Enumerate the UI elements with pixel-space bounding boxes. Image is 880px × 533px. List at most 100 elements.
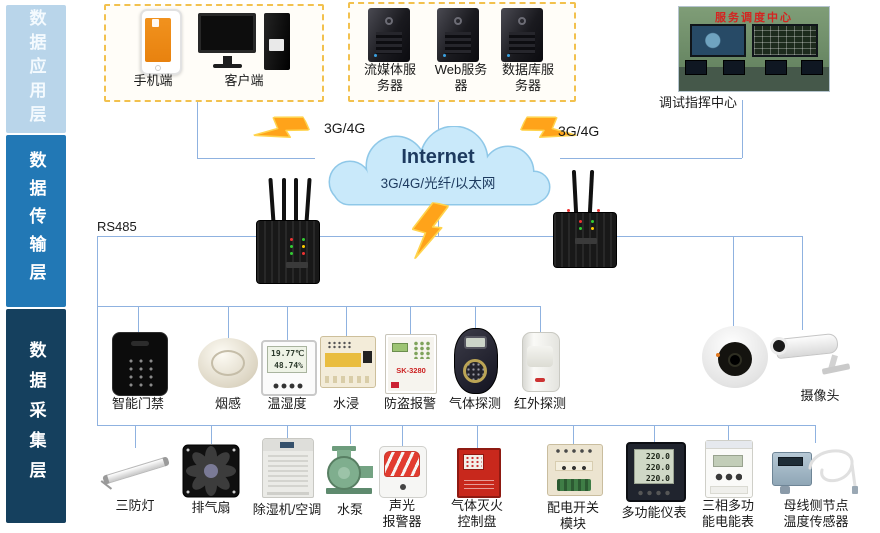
left-link-label: 3G/4G (324, 120, 366, 136)
water-pump-image (326, 446, 373, 494)
connector-line (138, 306, 139, 332)
connector-line (733, 236, 734, 326)
busbar-temp-sensor-image (772, 442, 860, 498)
humidity-reading: 48.74% (274, 361, 303, 370)
wall-screen-grid-icon (752, 24, 818, 57)
connector-line (287, 425, 288, 438)
connector-line (815, 425, 816, 443)
connector-line (211, 425, 212, 444)
connector-line (573, 425, 574, 444)
multifunction-meter-image: 220.0 220.0 220.0 (626, 442, 686, 502)
streaming-server-label: 流媒体服 务器 (363, 62, 416, 93)
burglar-alarm-panel-image: SK-3280 (385, 334, 437, 394)
web-server-image (437, 8, 479, 62)
exhaust-fan-label: 排气扇 (191, 500, 231, 515)
layer-bar-collection: 数据采集层 (6, 309, 66, 523)
connector-line (438, 97, 439, 132)
gateway-right-image (553, 169, 617, 268)
connector-line (802, 236, 803, 330)
gas-extinguish-panel-image (457, 448, 501, 498)
internet-title: Internet (401, 146, 475, 168)
water-leak-label: 水浸 (332, 396, 359, 411)
command-center-photo: 服务调度中心 (678, 6, 830, 92)
monitor-icon (198, 13, 256, 53)
meter-reading: 220.0 (645, 462, 670, 472)
command-center-label: 调试指挥中心 (658, 95, 737, 110)
temp-reading: 19.77℃ (271, 349, 305, 358)
web-server-label: Web服务 器 (434, 62, 488, 93)
command-center-banner: 服务调度中心 (715, 12, 793, 24)
connector-line (135, 425, 136, 448)
layer-bar-transmission: 数据传输层 (6, 135, 66, 307)
dome-camera-image (702, 326, 768, 388)
connector-line (197, 100, 198, 158)
connector-line (540, 306, 541, 332)
busbar-temp-sensor-label: 母线侧节点 温度传感器 (783, 498, 849, 529)
dehumidifier-label: 除湿机/空调 (252, 502, 322, 517)
pc-label: 客户端 (224, 73, 264, 88)
connector-line (350, 425, 351, 444)
connector-line (560, 158, 742, 159)
actuator-bus-line (97, 425, 815, 426)
right-link-label: 3G/4G (558, 123, 600, 139)
connector-line (197, 158, 315, 159)
wall-screen-map-icon (690, 24, 746, 57)
connector-line (410, 306, 411, 334)
access-control-image (112, 332, 168, 396)
connector-line (346, 306, 347, 336)
exhaust-fan-image (182, 444, 240, 498)
rs485-bus-label: RS485 (97, 219, 137, 234)
database-server-image (501, 8, 543, 62)
connector-line (477, 425, 478, 448)
sensor-cable-icon (808, 449, 858, 494)
power-switch-module-image (547, 444, 603, 496)
desktop-client-image (198, 13, 290, 77)
multifunction-meter-label: 多功能仪表 (621, 505, 687, 520)
connector-line (475, 306, 476, 328)
smartphone-image (140, 9, 182, 75)
lightning-bolt-icon (252, 116, 311, 138)
internet-cloud (328, 126, 551, 206)
triproof-light-image (100, 448, 174, 494)
water-leak-module-image (320, 336, 376, 388)
camera-label: 摄像头 (800, 388, 840, 403)
gateway-left-image (256, 177, 320, 284)
power-switch-module-label: 配电开关 模块 (546, 500, 599, 531)
streaming-server-image (368, 8, 410, 62)
bullet-camera-image (769, 330, 852, 382)
connector-line (654, 425, 655, 442)
alarm-panel-model: SK-3280 (396, 366, 426, 375)
sound-light-alarm-label: 声光 报警器 (382, 498, 422, 529)
connector-line (402, 425, 403, 446)
meter-reading: 220.0 (645, 452, 670, 461)
rs485-bus-line (97, 236, 802, 237)
lightning-bolt-icon (411, 201, 449, 260)
sensor-bus-line (97, 306, 540, 307)
pir-detector-label: 红外探测 (513, 396, 566, 411)
sound-light-alarm-image (379, 446, 427, 498)
lightning-bolt-icon (519, 116, 578, 138)
connector-line (228, 306, 229, 338)
database-server-label: 数据库服 务器 (501, 62, 554, 93)
dehumidifier-image (262, 438, 314, 498)
gas-detector-label: 气体探测 (448, 396, 501, 411)
temp-humidity-label: 温湿度 (267, 396, 307, 411)
connector-line (287, 306, 288, 340)
triproof-light-label: 三防灯 (115, 498, 155, 513)
layer-bar-application: 数据应用层 (6, 5, 66, 133)
gas-extinguish-panel-label: 气体灭火 控制盘 (450, 498, 503, 529)
connector-line (742, 100, 743, 158)
smoke-detector-label: 烟感 (214, 396, 241, 411)
access-control-label: 智能门禁 (111, 396, 164, 411)
energy-meter-label: 三相多功 能电能表 (701, 498, 754, 529)
smoke-detector-image (198, 338, 258, 388)
meter-reading: 220.0 (645, 473, 670, 483)
gas-detector-image (454, 328, 498, 394)
temp-humidity-sensor-image: 19.77℃ 48.74% (261, 340, 317, 396)
energy-meter-image (705, 440, 753, 498)
phone-label: 手机端 (133, 73, 173, 88)
water-pump-label: 水泵 (336, 502, 363, 517)
connector-line (728, 425, 729, 440)
burglar-alarm-label: 防盗报警 (383, 396, 436, 411)
